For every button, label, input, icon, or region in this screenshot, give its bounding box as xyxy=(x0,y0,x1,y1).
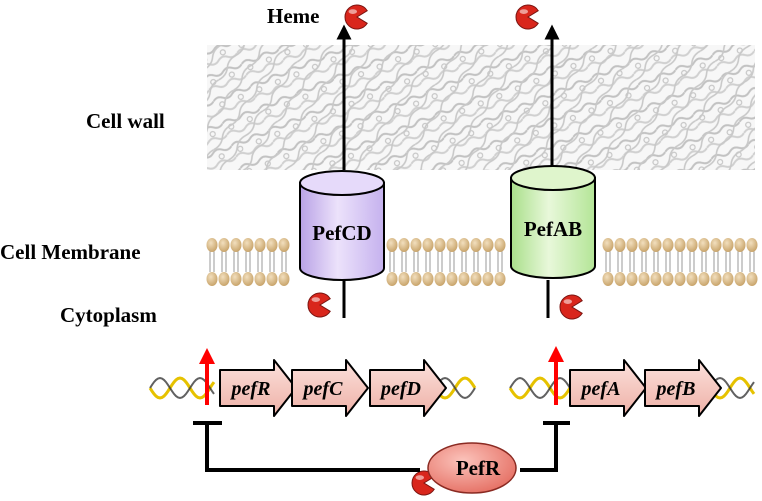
gene-arrow: pefD xyxy=(369,359,447,417)
pefab-label: PefAB xyxy=(524,217,582,241)
lipid-head xyxy=(650,238,662,252)
gene-label: pefD xyxy=(379,378,421,400)
lipid-head xyxy=(242,272,254,286)
repression-bar-icon xyxy=(193,421,570,472)
lipid-head xyxy=(746,238,758,252)
lipid-head xyxy=(686,238,698,252)
lipid-head xyxy=(494,238,506,252)
lipid-head xyxy=(734,238,746,252)
lipid-head xyxy=(458,272,470,286)
lipid-head xyxy=(230,238,242,252)
cytoplasm-label: Cytoplasm xyxy=(60,303,157,327)
lipid-head xyxy=(206,238,218,252)
pefab-transporter: PefAB xyxy=(510,165,596,279)
lipid-head xyxy=(254,272,266,286)
lipid-head xyxy=(638,272,650,286)
lipid-head xyxy=(398,272,410,286)
cell-wall xyxy=(207,45,755,170)
lipid-head xyxy=(266,238,278,252)
lipid-head xyxy=(494,272,506,286)
pefr-regulator: PefR xyxy=(427,442,517,494)
lipid-head xyxy=(278,272,290,286)
gene-arrow: pefC xyxy=(291,359,369,417)
heme-icon xyxy=(515,4,539,30)
lipid-head xyxy=(386,238,398,252)
lipid-head xyxy=(614,272,626,286)
lipid-head xyxy=(650,272,662,286)
lipid-head xyxy=(278,238,290,252)
gene-label: pefR xyxy=(230,378,271,400)
lipid-head xyxy=(218,272,230,286)
heme-icon xyxy=(344,4,368,30)
lipid-head xyxy=(602,238,614,252)
lipid-head xyxy=(470,272,482,286)
lipid-head xyxy=(446,238,458,252)
lipid-head xyxy=(398,238,410,252)
pefcd-transporter: PefCD xyxy=(299,170,385,281)
lipid-head xyxy=(482,272,494,286)
lipid-head xyxy=(470,238,482,252)
gene-arrow: pefB xyxy=(644,359,722,417)
lipid-head xyxy=(242,238,254,252)
lipid-head xyxy=(662,272,674,286)
lipid-head xyxy=(410,272,422,286)
lipid-head xyxy=(458,238,470,252)
lipid-head xyxy=(626,272,638,286)
pefr-label: PefR xyxy=(456,456,501,480)
heme-label: Heme xyxy=(267,4,320,28)
lipid-head xyxy=(746,272,758,286)
lipid-head xyxy=(710,272,722,286)
lipid-head xyxy=(446,272,458,286)
lipid-head xyxy=(686,272,698,286)
gene-label: pefA xyxy=(580,378,621,400)
gene-label: pefB xyxy=(655,378,696,400)
heme-icon xyxy=(307,292,331,318)
lipid-head xyxy=(422,238,434,252)
lipid-head xyxy=(674,238,686,252)
dna-helix-icon xyxy=(148,376,756,400)
gene-arrow: pefA xyxy=(569,359,647,417)
heme-icon xyxy=(559,294,583,320)
lipid-head xyxy=(662,238,674,252)
lipid-head xyxy=(434,238,446,252)
gene-operons: pefR pefC pefD pefA pefB xyxy=(219,359,722,417)
lipid-head xyxy=(710,238,722,252)
lipid-head xyxy=(722,238,734,252)
lipid-head xyxy=(722,272,734,286)
lipid-head xyxy=(254,238,266,252)
lipid-bilayer-membrane xyxy=(206,238,758,286)
gene-arrow: pefR xyxy=(219,359,297,417)
lipid-head xyxy=(734,272,746,286)
cell-membrane-label: Cell Membrane xyxy=(0,240,141,264)
lipid-head xyxy=(230,272,242,286)
lipid-head xyxy=(626,238,638,252)
lipid-head xyxy=(206,272,218,286)
lipid-head xyxy=(482,238,494,252)
lipid-head xyxy=(266,272,278,286)
lipid-head xyxy=(674,272,686,286)
lipid-head xyxy=(698,238,710,252)
lipid-head xyxy=(218,238,230,252)
lipid-head xyxy=(602,272,614,286)
lipid-head xyxy=(386,272,398,286)
pefcd-label: PefCD xyxy=(312,221,371,245)
gene-label: pefC xyxy=(302,378,344,400)
lipid-head xyxy=(422,272,434,286)
lipid-head xyxy=(614,238,626,252)
lipid-head xyxy=(410,238,422,252)
cell-wall-label: Cell wall xyxy=(86,109,165,133)
lipid-head xyxy=(638,238,650,252)
lipid-head xyxy=(698,272,710,286)
lipid-head xyxy=(434,272,446,286)
heme-molecules xyxy=(307,4,583,496)
